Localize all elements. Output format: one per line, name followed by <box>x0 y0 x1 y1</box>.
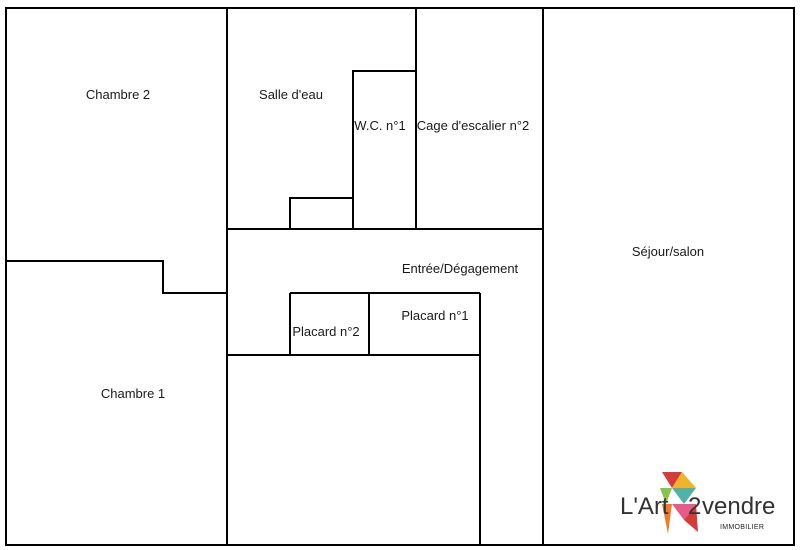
wall-wc <box>352 70 416 229</box>
label-placard-2: Placard n°2 <box>292 324 359 339</box>
label-wc-1: W.C. n°1 <box>354 118 405 133</box>
wall-small-box <box>289 197 353 229</box>
logo: L'Art 2 vendre IMMOBILIER <box>620 472 775 534</box>
logo-mark-icon <box>660 472 698 534</box>
outer-wall <box>5 7 795 546</box>
label-cage-escalier-2: Cage d'escalier n°2 <box>417 118 529 133</box>
label-chambre-2: Chambre 2 <box>86 87 150 102</box>
logo-text-part2: vendre <box>702 493 775 520</box>
logo-subtitle: IMMOBILIER <box>720 524 764 531</box>
wall-chambre-boundary <box>6 260 227 294</box>
label-salle-eau: Salle d'eau <box>259 87 323 102</box>
logo-text-number: 2 <box>688 493 701 520</box>
label-entree-degagement: Entrée/Dégagement <box>402 261 519 276</box>
label-placard-1: Placard n°1 <box>401 308 468 323</box>
label-sejour-salon: Séjour/salon <box>632 244 704 259</box>
label-chambre-1: Chambre 1 <box>101 386 165 401</box>
logo-text-part1: L'Art <box>620 493 669 520</box>
